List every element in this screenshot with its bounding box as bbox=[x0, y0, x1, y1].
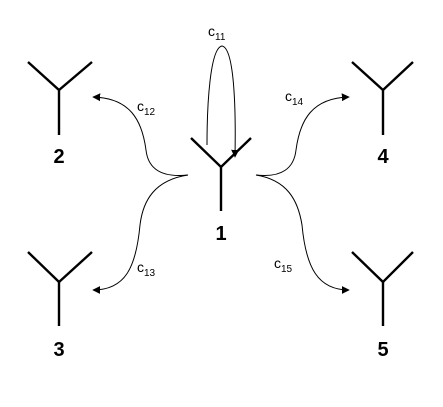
edge-arrow-c14 bbox=[255, 93, 350, 177]
node-label-2: 2 bbox=[53, 146, 64, 168]
edge-arrow-c12 bbox=[92, 93, 189, 177]
edge-label-c14: c14 bbox=[285, 88, 304, 108]
node-label-3: 3 bbox=[53, 339, 64, 361]
edge-arrow-c15 bbox=[255, 174, 350, 294]
edge-label-c15: c15 bbox=[274, 255, 293, 275]
edge-label-c13: c13 bbox=[137, 259, 156, 279]
node-3-glyph bbox=[27, 251, 93, 326]
edge-arrow-c13 bbox=[92, 174, 189, 294]
edge-label-c12: c12 bbox=[137, 98, 156, 118]
node-4-glyph bbox=[351, 61, 414, 135]
node-label-1: 1 bbox=[215, 223, 226, 245]
edge-arrow-c11 bbox=[206, 45, 240, 158]
node-1-glyph bbox=[190, 137, 252, 211]
edge-label-c11: c11 bbox=[208, 23, 226, 43]
node-5-glyph bbox=[351, 251, 414, 326]
node-2-glyph bbox=[27, 61, 93, 135]
node-label-5: 5 bbox=[377, 339, 388, 361]
node-label-4: 4 bbox=[377, 146, 389, 168]
